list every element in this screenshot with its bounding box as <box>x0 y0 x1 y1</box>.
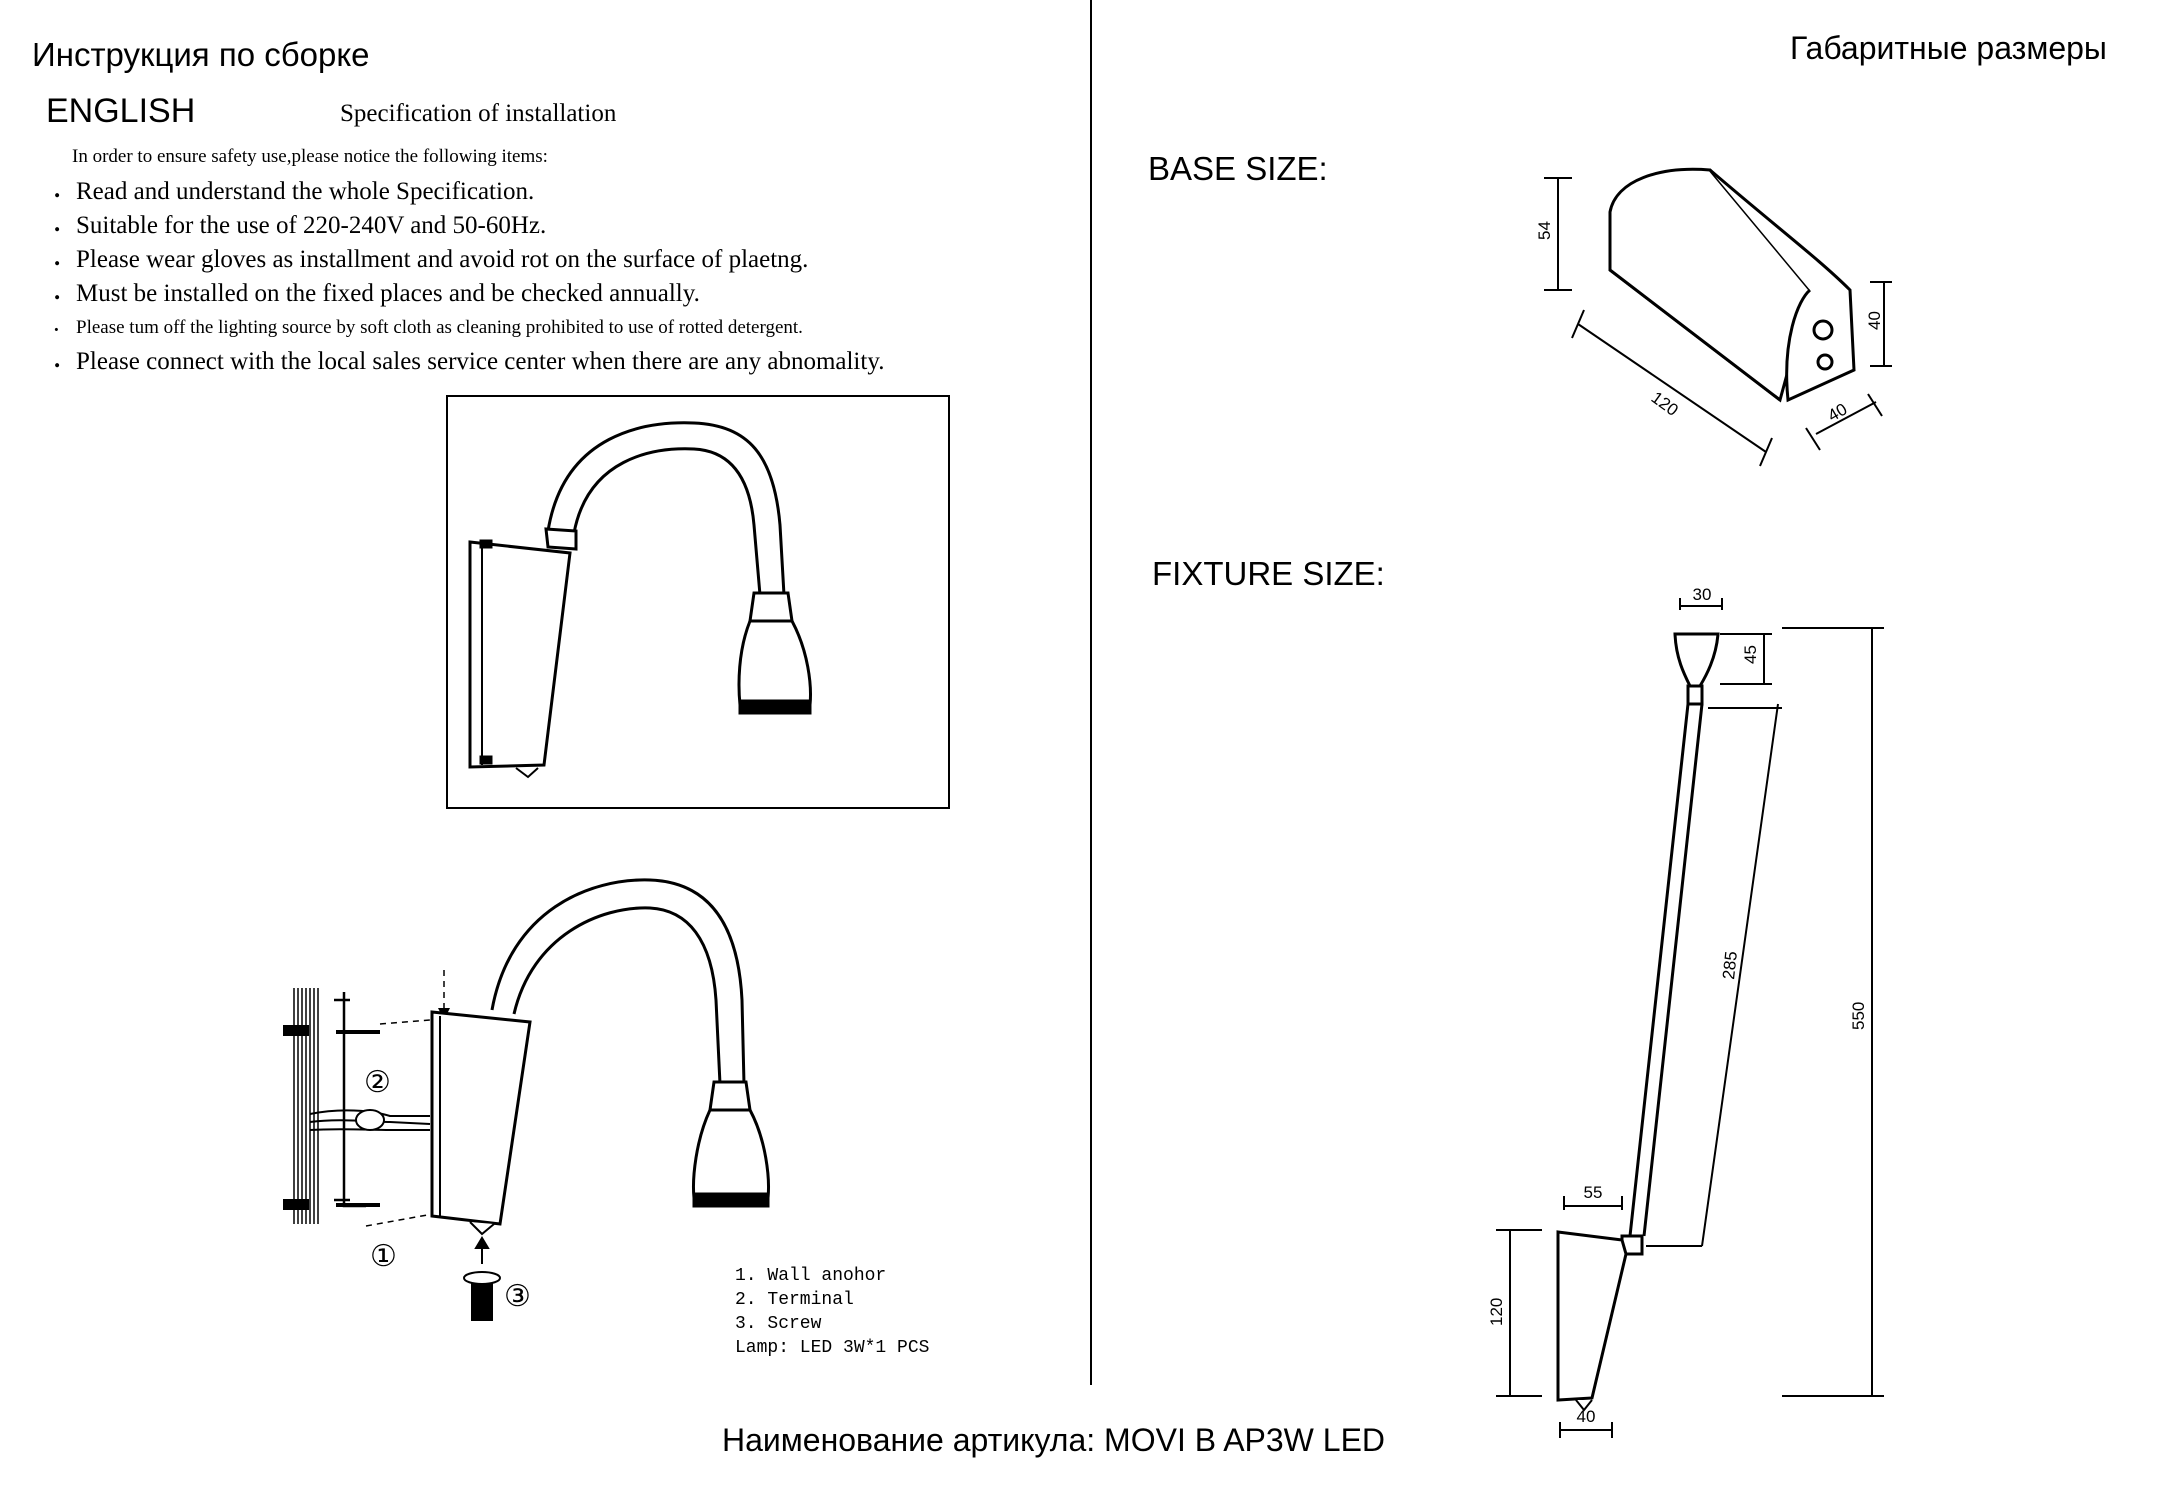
base-side-label: 40 <box>1865 311 1884 330</box>
safety-intro: In order to ensure safety use,please not… <box>72 146 548 167</box>
mounting-plate-drawing <box>334 992 366 1208</box>
safety-rule: Suitable for the use of 220-240V and 50-… <box>46 207 884 243</box>
arm-length-label: 285 <box>1719 950 1741 980</box>
base-height-label: 54 <box>1535 221 1554 240</box>
legend-item: Lamp: LED 3W*1 PCS <box>735 1338 930 1358</box>
spec-title: Specification of installation <box>340 100 617 127</box>
article-name: Наименование артикула: MOVI B AP3W LED <box>722 1422 1386 1458</box>
fixture-size-drawing: 30 45 285 550 55 120 40 <box>1487 585 1884 1438</box>
screw-drawing <box>463 1236 501 1321</box>
wall-base-drawing <box>468 539 572 779</box>
base-length-label: 120 <box>1648 388 1682 420</box>
base-height-dim-label: 120 <box>1487 1298 1506 1326</box>
installed-base-drawing <box>430 1010 532 1236</box>
base-size-title: BASE SIZE: <box>1148 150 1328 187</box>
legend-item: 3. Screw <box>735 1314 822 1334</box>
base-width-label: 40 <box>1577 1407 1596 1426</box>
fixture-side-drawing <box>1556 632 1720 1412</box>
dimensions-heading: Габаритные размеры <box>1790 30 2107 66</box>
installation-drawing: ① ② ③ <box>283 878 770 1321</box>
installed-lamp-head-drawing <box>692 1080 770 1208</box>
wall-hatch-drawing <box>293 988 319 1224</box>
callout-terminal: ② <box>364 1066 391 1099</box>
language-label: ENGLISH <box>46 92 196 130</box>
base-depth-label: 40 <box>1825 400 1851 426</box>
installed-arm-drawing <box>490 878 746 1085</box>
base-block-drawing <box>1608 167 1856 403</box>
safety-rule: Read and understand the whole Specificat… <box>46 173 884 209</box>
head-height-label: 45 <box>1741 645 1760 664</box>
safety-rule: Please tum off the lighting source by so… <box>46 309 884 345</box>
legend-item: 1. Wall anohor <box>735 1266 887 1286</box>
lamp-head-drawing <box>737 591 812 715</box>
instructions-heading: Инструкция по сборке <box>32 36 370 73</box>
parts-legend: 1. Wall anohor 2. Terminal 3. Screw Lamp… <box>735 1264 929 1360</box>
safety-rule: Must be installed on the fixed places an… <box>46 275 884 311</box>
base-size-drawing: 54 40 120 40 <box>1535 167 1892 467</box>
gooseneck-arm-drawing <box>544 421 786 596</box>
offset-label: 55 <box>1584 1183 1603 1202</box>
terminal-wires-drawing <box>309 1109 431 1131</box>
column-divider <box>1090 0 1092 1385</box>
wall-anchor-drawing <box>283 1025 380 1210</box>
callout-screw: ③ <box>504 1280 531 1313</box>
safety-rule: Please connect with the local sales serv… <box>46 343 884 379</box>
safety-rule: Please wear gloves as installment and av… <box>46 241 884 277</box>
head-width-label: 30 <box>1693 585 1712 604</box>
callout-wall-anchor: ① <box>370 1240 397 1273</box>
fixture-size-title: FIXTURE SIZE: <box>1152 555 1385 592</box>
legend-item: 2. Terminal <box>735 1290 854 1310</box>
product-drawing <box>446 395 950 809</box>
safety-rules-list: Read and understand the whole Specificat… <box>46 173 884 379</box>
total-height-label: 550 <box>1849 1002 1868 1030</box>
